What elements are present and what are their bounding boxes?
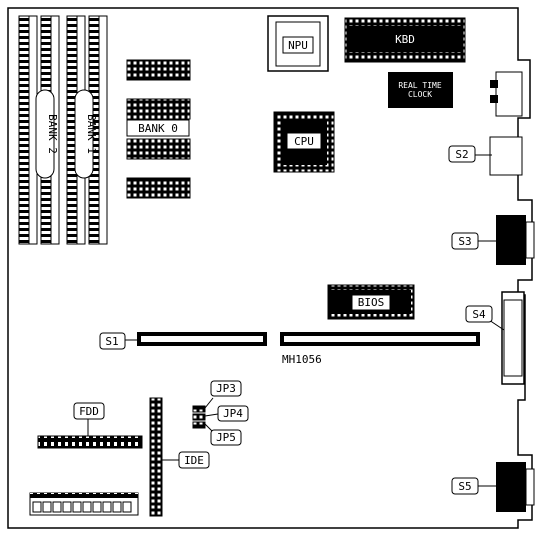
expansion-slot-short bbox=[137, 332, 267, 346]
rtc-text-1: REAL TIME bbox=[398, 81, 442, 90]
rtc-chip: REAL TIME CLOCK bbox=[388, 72, 453, 108]
s3-text: S3 bbox=[458, 235, 471, 248]
bank0-text: BANK 0 bbox=[138, 122, 178, 135]
jp4-text: JP4 bbox=[223, 407, 243, 420]
fdd-header: FDD bbox=[37, 402, 143, 449]
s5-connector: S5 bbox=[451, 462, 535, 512]
jp3-label: JP3 bbox=[210, 380, 242, 397]
jp5-label: JP5 bbox=[210, 429, 242, 446]
kbd-text: KBD bbox=[395, 33, 415, 46]
npu-text: NPU bbox=[288, 39, 308, 52]
audio-jack bbox=[490, 71, 523, 117]
jp4-label: JP4 bbox=[217, 405, 249, 422]
board-outline bbox=[7, 7, 533, 529]
bank2-label: BANK 2 bbox=[35, 89, 59, 179]
s3-connector: S3 bbox=[451, 215, 535, 265]
s2-text: S2 bbox=[455, 148, 468, 161]
s4-text: S4 bbox=[472, 308, 486, 321]
s1-text: S1 bbox=[105, 335, 118, 348]
s2-connector: S2 bbox=[448, 136, 523, 176]
npu-socket: NPU bbox=[267, 15, 329, 72]
model-number: MH1056 bbox=[282, 353, 322, 366]
cpu-text: CPU bbox=[294, 135, 314, 148]
power-connector bbox=[29, 492, 139, 516]
expansion-slot-long bbox=[280, 332, 480, 346]
jp3-text: JP3 bbox=[216, 382, 236, 395]
s4-connector: S4 bbox=[465, 291, 525, 385]
bios-chip: BIOS bbox=[327, 284, 415, 320]
kbd-chip: KBD bbox=[344, 17, 466, 63]
bank1-text: BANK 1 bbox=[85, 114, 98, 154]
jp5-text: JP5 bbox=[216, 431, 236, 444]
rtc-text-2: CLOCK bbox=[408, 90, 432, 99]
cpu-chip: CPU bbox=[273, 111, 335, 173]
bank2-text: BANK 2 bbox=[46, 114, 59, 154]
bios-text: BIOS bbox=[358, 296, 385, 309]
jumpers bbox=[192, 397, 219, 433]
fdd-text: FDD bbox=[79, 405, 99, 418]
bank0-chips: BANK 0 bbox=[126, 59, 191, 199]
s5-text: S5 bbox=[458, 480, 471, 493]
ide-text: IDE bbox=[184, 454, 204, 467]
s1-label: S1 bbox=[99, 332, 138, 350]
bank1-label: BANK 1 bbox=[74, 89, 98, 179]
ide-header: IDE bbox=[149, 397, 210, 517]
